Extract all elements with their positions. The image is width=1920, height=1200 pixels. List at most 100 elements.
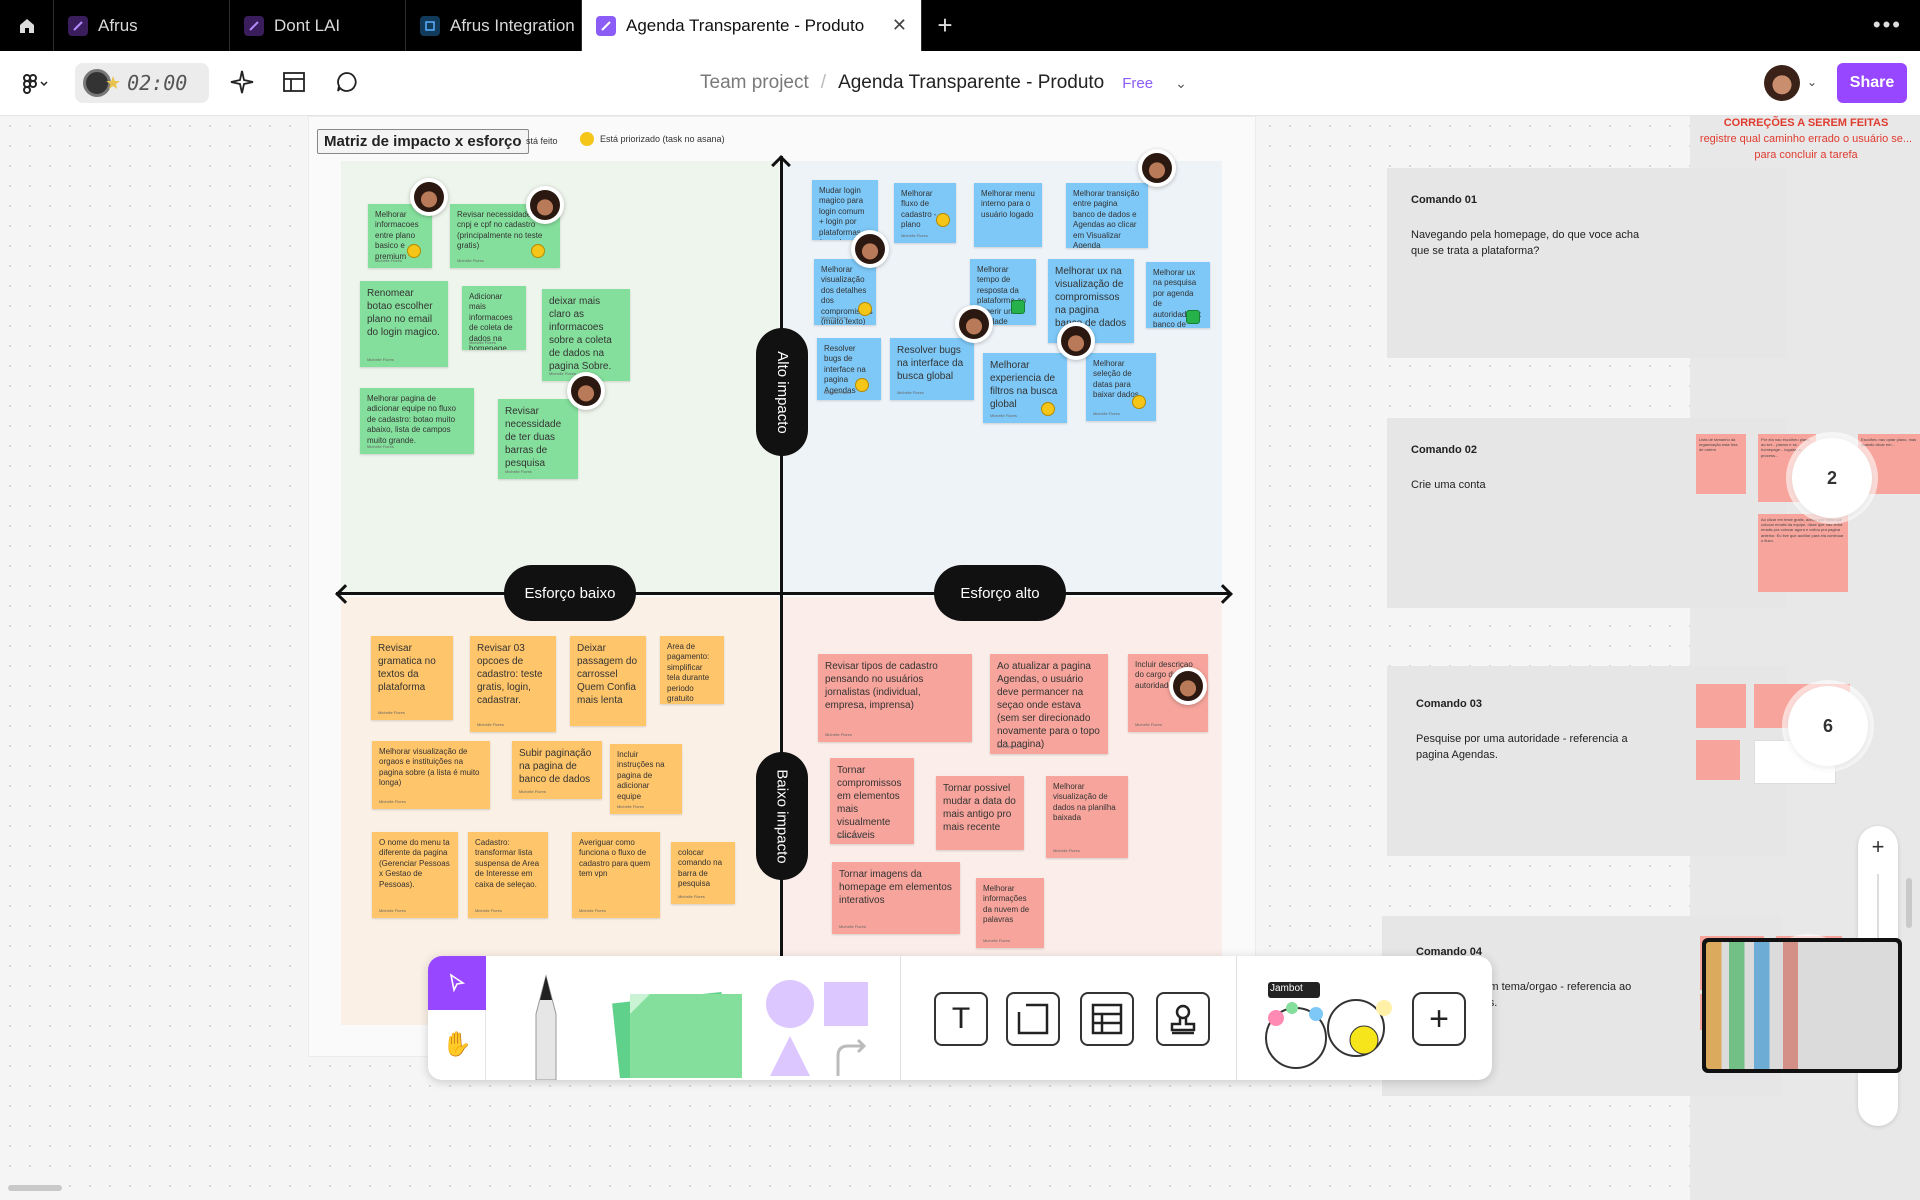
avatar[interactable] — [1138, 149, 1176, 187]
sticky-note[interactable]: Melhorar visualização de orgaos e instit… — [372, 741, 490, 809]
home-icon[interactable] — [0, 0, 54, 51]
main-menu-figma-icon[interactable] — [18, 70, 54, 98]
sticky-note[interactable]: Resolver bugs na interface da busca glob… — [890, 338, 974, 400]
figma-file-icon — [244, 15, 264, 36]
avatar[interactable] — [851, 230, 889, 268]
close-icon[interactable]: ✕ — [891, 15, 907, 35]
sticky-note[interactable]: Ao atualizar a pagina Agendas, o usuário… — [990, 654, 1108, 754]
ai-sparkle-icon[interactable] — [228, 68, 256, 96]
sticky-note[interactable]: Subir paginação na pagina de banco de da… — [512, 741, 602, 799]
sticky-note[interactable]: Melhorar ux na pesquisa por agenda de au… — [1146, 262, 1210, 328]
avatar[interactable] — [526, 186, 564, 224]
user-avatar[interactable] — [1764, 65, 1800, 101]
layout-template-icon[interactable] — [280, 68, 308, 96]
chevron-down-icon[interactable]: ⌄ — [1806, 75, 1818, 89]
tab-bar: Afrus Dont LAI Afrus Integration Agenda … — [0, 0, 1920, 51]
sticky-note[interactable]: Melhorar experiencia de filtros na busca… — [983, 353, 1067, 423]
tab-label: Dont LAI — [274, 15, 341, 35]
more-tools-plus-icon[interactable]: + — [1412, 992, 1466, 1046]
horizontal-scrollbar[interactable] — [8, 1185, 62, 1191]
comment-icon[interactable] — [333, 68, 361, 96]
vertical-scrollbar[interactable] — [1906, 878, 1912, 928]
avatar[interactable] — [1057, 322, 1095, 360]
more-options-icon[interactable]: ••• — [1872, 12, 1902, 37]
sticky-note[interactable]: Revisar necessidade de ter duas barras d… — [498, 399, 578, 479]
sticky-note[interactable]: Resolver bugs de interface na pagina Age… — [817, 338, 881, 400]
share-button[interactable]: Share — [1837, 63, 1907, 103]
minimap[interactable] — [1702, 938, 1902, 1073]
note-sticky[interactable]: Lista de tamanho da organização esta for… — [1696, 434, 1746, 494]
avatar[interactable] — [410, 178, 448, 216]
timer-widget[interactable]: ★ 02:00 — [75, 63, 209, 103]
sticky-note[interactable]: Revisar 03 opcoes de cadastro: teste gra… — [470, 636, 556, 732]
sticky-note[interactable]: Tornar possivel mudar a data do mais ant… — [936, 776, 1024, 850]
sticky-note[interactable]: Incluir instruções na pagina de adiciona… — [610, 744, 682, 814]
step-count-badge[interactable]: 6 — [1788, 686, 1868, 766]
section-tool-icon[interactable] — [1006, 992, 1060, 1046]
file-name[interactable]: Agenda Transparente - Produto — [838, 72, 1105, 93]
dock-divider — [900, 956, 901, 1080]
avatar[interactable] — [1169, 667, 1207, 705]
sticky-note[interactable]: Melhorar menu interno para o usuário log… — [974, 183, 1042, 247]
sticky-note[interactable]: Deixar passagem do carrossel Quem Confia… — [570, 636, 646, 726]
avatar[interactable] — [567, 372, 605, 410]
sticky-note[interactable]: Revisar tipos de cadastro pensando no us… — [818, 654, 972, 742]
sticky-note-stack-icon[interactable] — [606, 978, 746, 1080]
sticky-note[interactable]: Melhorar pagina de adicionar equipe no f… — [360, 388, 474, 454]
sticky-note[interactable]: O nome do menu ta diferente da pagina (G… — [372, 832, 458, 918]
label-low-effort[interactable]: Esforço baixo — [504, 565, 636, 621]
move-cursor-icon[interactable] — [428, 956, 486, 1010]
tab-dont-lai[interactable]: Dont LAI — [230, 0, 406, 51]
tab-afrus-integration[interactable]: Afrus Integration — [406, 0, 582, 51]
tab-afrus[interactable]: Afrus — [54, 0, 230, 51]
sticky-note[interactable]: Revisar gramatica no textos da plataform… — [371, 636, 453, 720]
step-count-badge[interactable]: 2 — [1792, 438, 1872, 518]
stickers-widget-icon[interactable]: Jambot — [1254, 968, 1404, 1076]
note-sticky[interactable]: Ao clicar em teste gratis, achou que tin… — [1758, 514, 1848, 592]
sticky-note[interactable]: Melhorar visualização dos detalhes dos c… — [814, 259, 876, 325]
label-low-impact[interactable]: Baixo impacto — [756, 752, 808, 880]
note-sticky[interactable] — [1696, 684, 1746, 728]
label-high-effort[interactable]: Esforço alto — [934, 565, 1066, 621]
new-tab-plus-icon[interactable]: + — [937, 10, 953, 40]
breadcrumb-team[interactable]: Team project — [700, 72, 809, 93]
text-tool-icon[interactable]: T — [934, 992, 988, 1046]
sticky-note[interactable]: Melhorar visualização de dados na planil… — [1046, 776, 1128, 858]
shapes-icon[interactable] — [764, 976, 884, 1080]
sticky-note[interactable]: Area de pagamento: simplificar tela dura… — [660, 636, 724, 704]
legend-done: stá feito — [526, 136, 558, 146]
prioritized-badge-icon — [936, 213, 950, 227]
file-toolbar — [0, 51, 1920, 116]
thumbs-up-icon — [1011, 300, 1025, 314]
note-sticky[interactable] — [1696, 740, 1740, 780]
matrix-title[interactable]: Matriz de impacto x esforço — [317, 129, 529, 154]
sticky-note[interactable]: Tornar imagens da homepage em elementos … — [832, 862, 960, 934]
tab-agenda-transparente[interactable]: Agenda Transparente - Produto ✕ — [582, 0, 922, 51]
sticky-note[interactable]: deixar mais claro as informacoes sobre a… — [542, 289, 630, 381]
zoom-in-plus-icon[interactable]: + — [1871, 834, 1885, 859]
label-high-impact[interactable]: Alto impacto — [756, 328, 808, 456]
chevron-down-icon[interactable]: ⌄ — [1175, 74, 1187, 91]
command-card[interactable] — [1387, 168, 1787, 358]
stamp-tool-icon[interactable] — [1156, 992, 1210, 1046]
avatar[interactable] — [955, 305, 993, 343]
sticky-note[interactable]: Melhorar transição entre pagina banco de… — [1066, 183, 1148, 248]
sticky-note[interactable]: Melhorar informações da nuvem de palavra… — [976, 878, 1044, 948]
table-tool-icon[interactable] — [1080, 992, 1134, 1046]
marker-pen-icon[interactable] — [526, 974, 566, 1080]
sticky-note[interactable]: Adicionar mais informacoes de coleta de … — [462, 286, 526, 350]
zoom-slider-track[interactable] — [1877, 874, 1879, 954]
sticky-note[interactable]: Renomear botao escolher plano no email d… — [360, 281, 448, 367]
prioritized-badge-icon — [580, 132, 594, 146]
hand-pan-icon[interactable]: ✋ — [442, 1030, 472, 1058]
breadcrumb-separator: / — [820, 72, 827, 93]
timer-value: 02:00 — [127, 71, 188, 95]
sticky-note[interactable]: Averiguar como funciona o fluxo de cadas… — [572, 832, 660, 918]
sticky-note[interactable]: Cadastro: transformar lista suspensa de … — [468, 832, 548, 918]
sticky-note[interactable]: Melhorar seleção de datas para baixar da… — [1086, 353, 1156, 421]
sticky-note[interactable]: Tornar compromissos em elementos mais vi… — [830, 758, 914, 844]
